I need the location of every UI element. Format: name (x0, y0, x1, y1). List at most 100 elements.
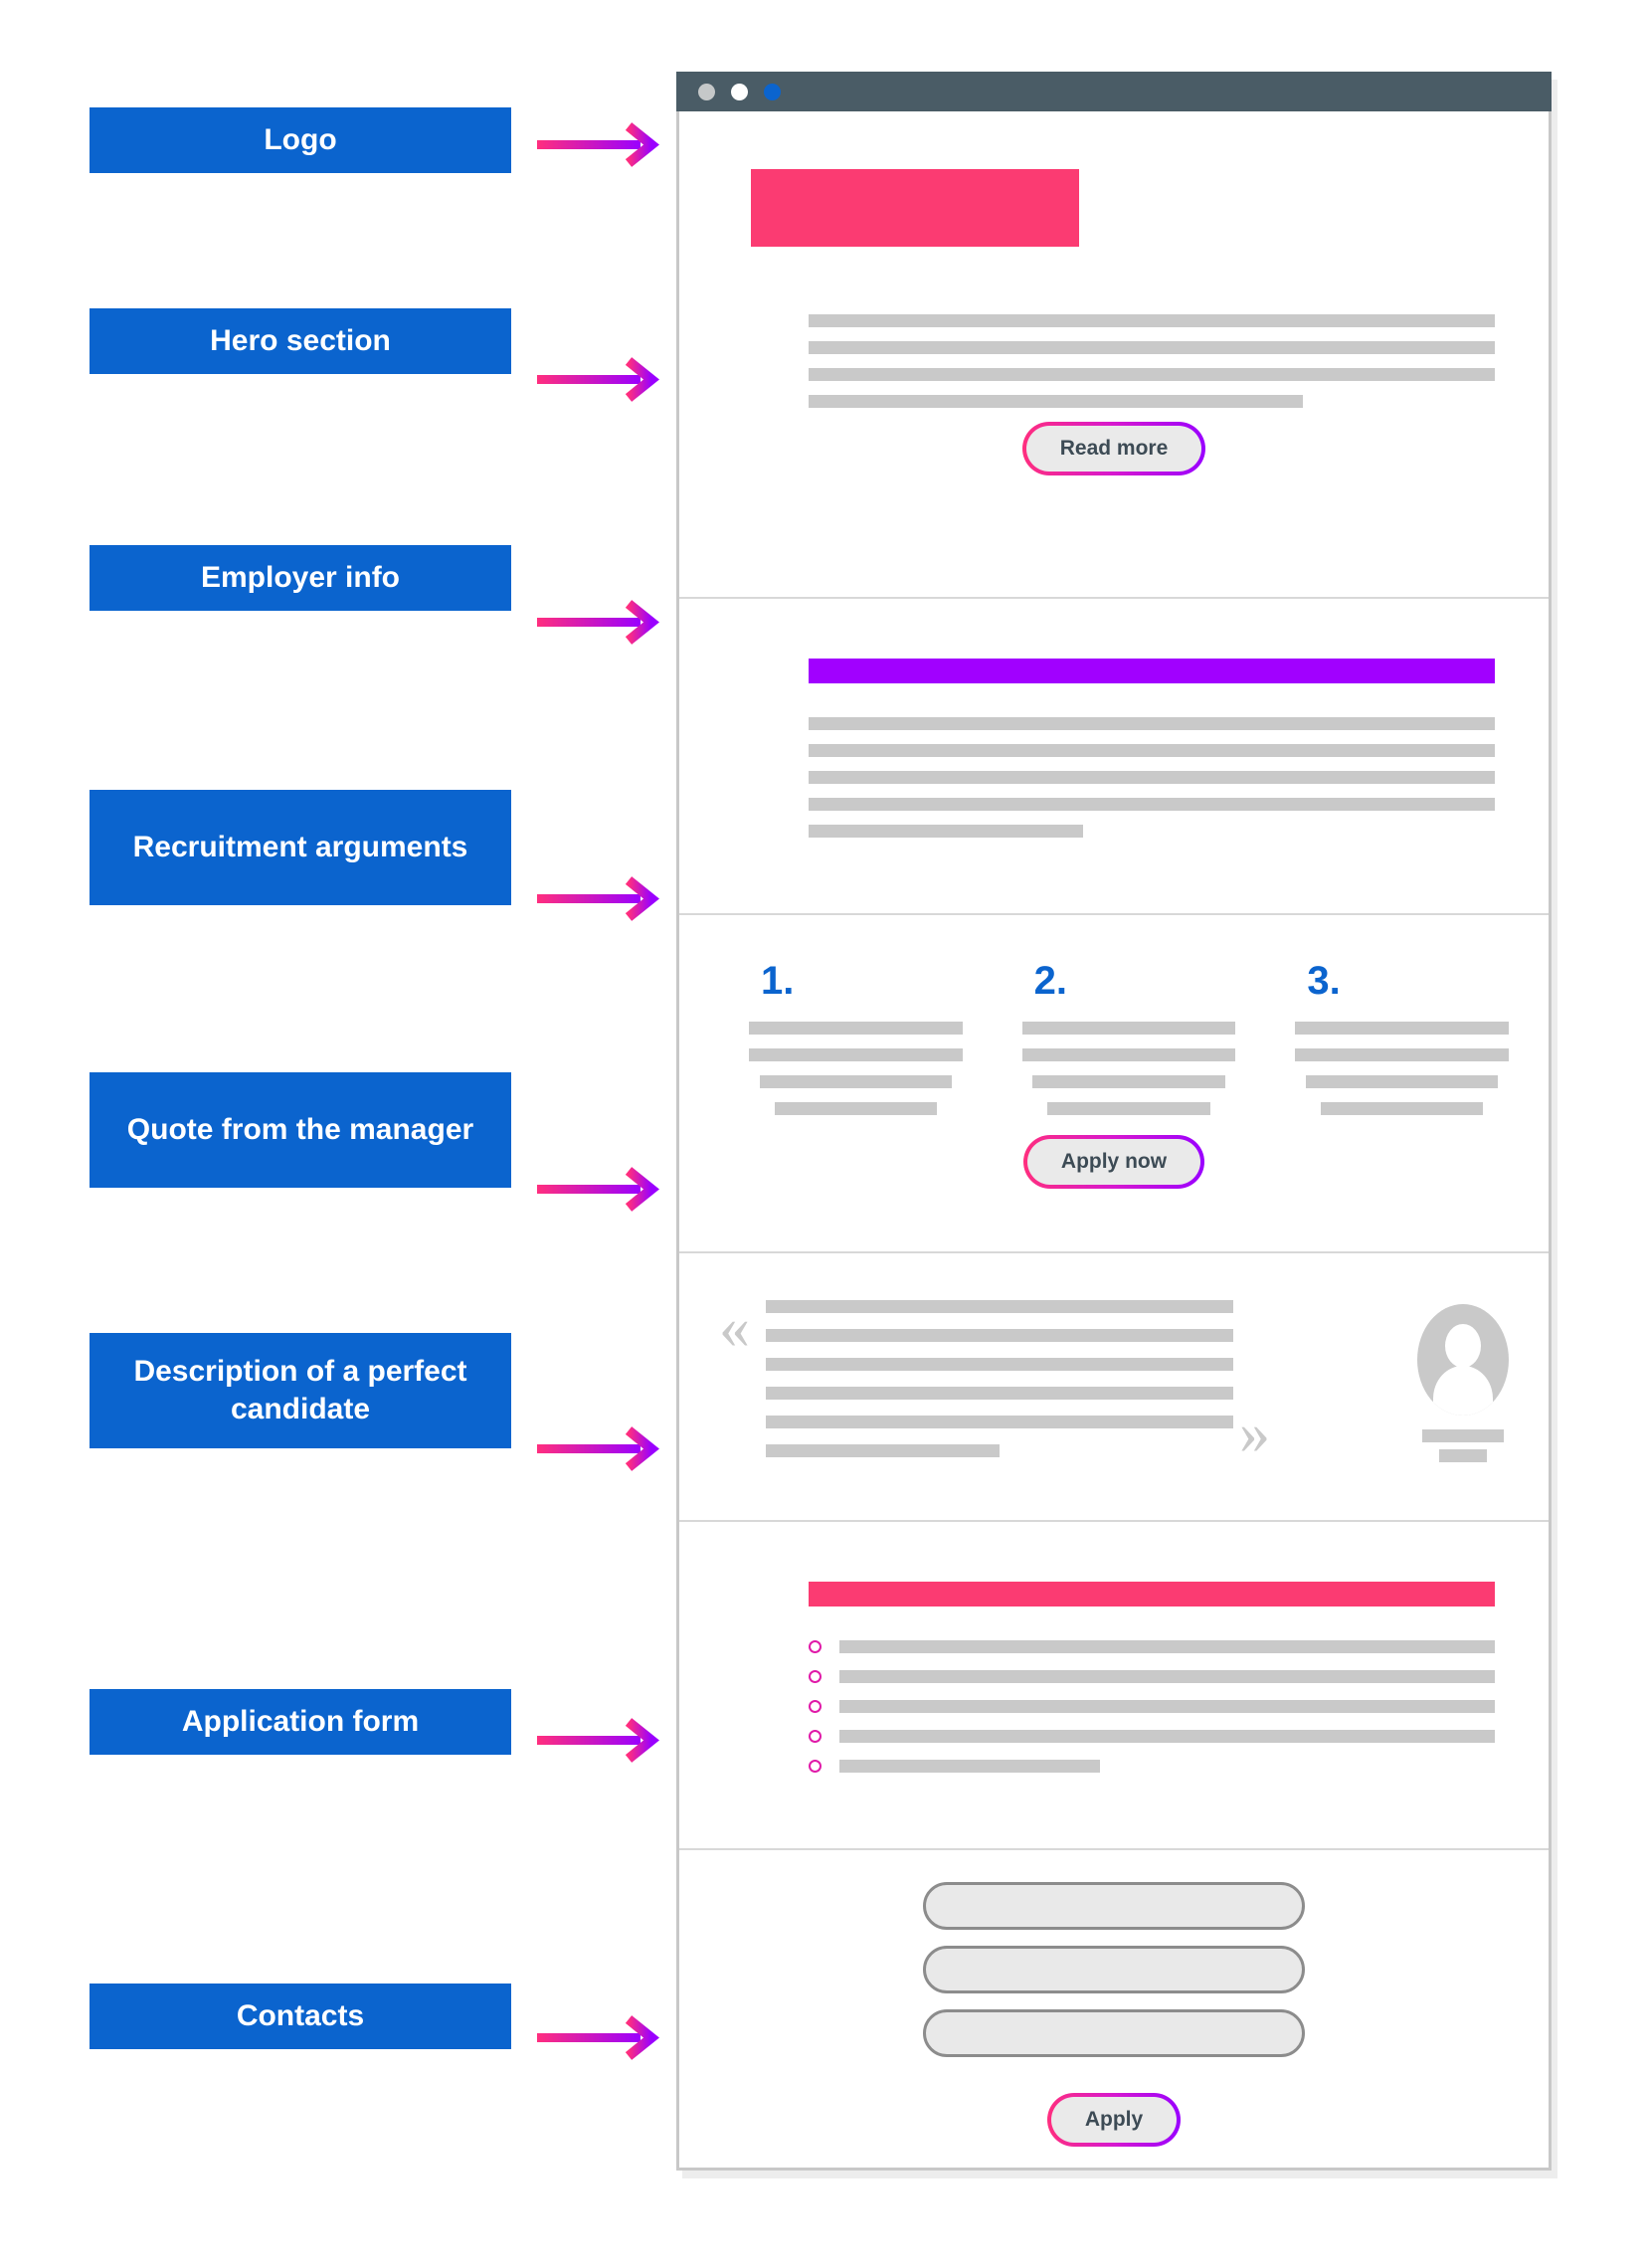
annotation-label-5: Description of a perfect candidate (90, 1333, 511, 1448)
bullet-circle-icon (809, 1760, 822, 1773)
text-line (1306, 1075, 1499, 1088)
window-dot-blue[interactable] (764, 83, 781, 100)
text-line (766, 1444, 1000, 1457)
annotation-label-7: Contacts (90, 1984, 511, 2049)
argument-columns: 1. 2. 3. (749, 959, 1510, 1129)
apply-now-button-row: Apply now (719, 1135, 1509, 1189)
list-item (809, 1700, 1495, 1713)
argument-number: 1. (761, 959, 795, 1003)
text-line (1439, 1449, 1487, 1462)
browser-window-mockup: Read more 1. (676, 72, 1552, 2171)
annotation-arrow-5 (537, 1425, 664, 1471)
text-line (809, 368, 1495, 381)
argument-column: 1. (749, 959, 963, 1129)
read-more-button[interactable]: Read more (1021, 422, 1205, 475)
annotation-arrow-3 (537, 875, 664, 921)
form-input-field[interactable] (923, 1882, 1305, 1930)
text-line (766, 1358, 1233, 1371)
window-dot-white[interactable] (731, 83, 748, 100)
annotation-arrow-6 (537, 1717, 664, 1763)
quote-open-mark: « (719, 1294, 750, 1362)
annotation-arrow-0 (537, 121, 664, 167)
bullet-circle-icon (809, 1640, 822, 1653)
argument-number: 2. (1033, 959, 1068, 1003)
text-line (809, 314, 1495, 327)
section-application-form: Apply (679, 1850, 1549, 2168)
section-hero: Read more (679, 169, 1549, 599)
apply-button[interactable]: Apply (1046, 2093, 1182, 2147)
employer-text-placeholder (809, 717, 1495, 838)
apply-button-wrap: Apply (1046, 2093, 1182, 2147)
section-employer-info (679, 659, 1549, 915)
list-item (809, 1640, 1495, 1653)
text-line (749, 1022, 963, 1035)
text-line (839, 1640, 1495, 1653)
annotation-label-2: Employer info (90, 545, 511, 611)
text-line (839, 1670, 1495, 1683)
annotation-arrow-2 (537, 599, 664, 645)
text-line (839, 1760, 1101, 1773)
text-line (1321, 1102, 1484, 1115)
argument-column: 3. (1295, 959, 1510, 1129)
annotation-arrow-7 (537, 2014, 664, 2060)
list-item (809, 1760, 1495, 1773)
annotation-label-3: Recruitment arguments (90, 790, 511, 905)
text-line (759, 1075, 952, 1088)
text-line (839, 1730, 1495, 1743)
apply-now-button[interactable]: Apply now (1022, 1135, 1205, 1189)
browser-titlebar (676, 72, 1552, 111)
quote-text-placeholder (766, 1300, 1233, 1473)
text-line (766, 1329, 1233, 1342)
text-line (766, 1416, 1233, 1428)
list-item (809, 1730, 1495, 1743)
form-input-field[interactable] (923, 1946, 1305, 1993)
text-line (809, 744, 1495, 757)
section-recruitment-arguments: 1. 2. 3. (679, 959, 1549, 1253)
text-line (1021, 1048, 1236, 1061)
window-dot-gray[interactable] (698, 83, 715, 100)
section-candidate-description (679, 1582, 1549, 1850)
text-line (766, 1300, 1233, 1313)
section-manager-quote: « » (679, 1253, 1549, 1522)
text-line (809, 771, 1495, 784)
logo-placeholder (751, 169, 1079, 247)
bullet-circle-icon (809, 1670, 822, 1683)
text-line (749, 1048, 963, 1061)
text-line (809, 717, 1495, 730)
text-line (766, 1387, 1233, 1400)
list-item (809, 1670, 1495, 1683)
text-line (839, 1700, 1495, 1713)
annotation-label-0: Logo (90, 107, 511, 173)
quote-close-mark: » (1239, 1400, 1270, 1467)
apply-now-button-wrap: Apply now (1022, 1135, 1205, 1189)
text-line (1295, 1022, 1510, 1035)
hero-text-placeholder (809, 314, 1495, 408)
person-avatar-icon (1417, 1304, 1509, 1416)
candidate-heading-placeholder (809, 1582, 1495, 1606)
annotation-label-4: Quote from the manager (90, 1072, 511, 1188)
text-line (809, 395, 1303, 408)
candidate-bullet-list (809, 1640, 1495, 1773)
annotation-label-1: Hero section (90, 308, 511, 374)
text-line (809, 341, 1495, 354)
text-line (809, 798, 1495, 811)
hero-button-row: Read more (719, 422, 1509, 475)
text-line (1021, 1022, 1236, 1035)
text-line (1295, 1048, 1510, 1061)
read-more-button-wrap: Read more (1021, 422, 1205, 475)
bullet-circle-icon (809, 1700, 822, 1713)
text-line (809, 825, 1083, 838)
text-line (1047, 1102, 1210, 1115)
employer-heading-placeholder (809, 659, 1495, 683)
bullet-circle-icon (809, 1730, 822, 1743)
form-input-field[interactable] (923, 2009, 1305, 2057)
argument-number: 3. (1307, 959, 1341, 1003)
browser-viewport: Read more 1. (676, 111, 1552, 2171)
text-line (774, 1102, 937, 1115)
quote-author-block (1417, 1304, 1509, 1469)
argument-column: 2. (1021, 959, 1236, 1129)
annotation-arrow-1 (537, 356, 664, 402)
annotation-arrow-4 (537, 1166, 664, 1212)
annotation-label-6: Application form (90, 1689, 511, 1755)
